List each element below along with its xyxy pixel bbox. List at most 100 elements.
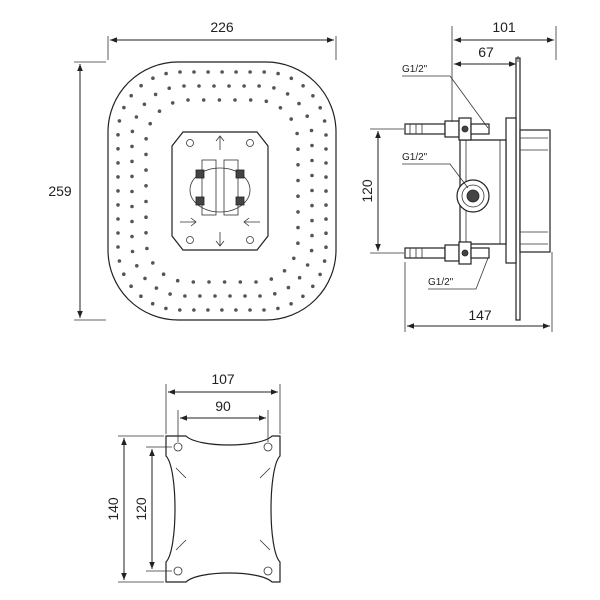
decor-dot — [154, 286, 159, 290]
decor-dot — [153, 92, 158, 97]
thread-label-center-inlet: G1/2" — [402, 152, 428, 163]
top-outlet-nut — [444, 120, 460, 138]
dimension-frame-inner-width: 90 — [215, 398, 231, 414]
decor-dot — [122, 105, 126, 110]
valve-block-icon — [235, 169, 245, 179]
decor-dot — [272, 86, 276, 90]
decor-dot — [144, 199, 148, 204]
decor-dot — [228, 294, 232, 298]
decor-dot — [117, 259, 122, 263]
flow-arrow-up-icon — [215, 135, 225, 150]
decor-dot — [122, 272, 126, 277]
side-view: 101 67 120 147 G1/2" G1/2" G1/2" — [359, 19, 557, 332]
decor-dot — [144, 231, 148, 235]
decor-dot — [301, 84, 305, 88]
decor-dot — [130, 189, 134, 194]
decor-dot — [130, 159, 134, 164]
top-outlet-pipe — [404, 123, 446, 135]
decor-dot — [305, 263, 310, 267]
decor-dot — [144, 137, 148, 141]
mixer-cartridge-right — [223, 159, 239, 216]
decor-dot — [175, 278, 180, 283]
decor-dot — [134, 115, 139, 119]
dimension-frame-outer-width: 107 — [211, 371, 235, 387]
cover-plate-dot-pattern — [116, 70, 328, 312]
decor-dot — [296, 210, 300, 214]
decor-dot — [192, 70, 196, 74]
decor-dot — [324, 231, 328, 235]
decor-dot — [289, 117, 294, 121]
decor-dot — [324, 203, 328, 207]
decor-dot — [170, 101, 175, 105]
screw-hole-icon — [186, 139, 194, 147]
decor-dot — [178, 308, 182, 312]
dimension-frame-inner-height: 120 — [133, 497, 149, 521]
decor-dot — [116, 189, 120, 193]
center-inlet-ring — [461, 184, 485, 208]
decor-dot — [178, 70, 182, 74]
decor-dot — [238, 280, 243, 284]
decor-dot — [207, 280, 211, 284]
decor-dot — [297, 101, 301, 106]
decor-dot — [116, 175, 120, 179]
decor-dot — [305, 114, 310, 118]
decor-dot — [220, 308, 224, 312]
decor-dot — [150, 301, 155, 306]
decor-dot — [116, 217, 120, 221]
nut-icon — [461, 249, 469, 257]
frame-screw-hole-icon — [173, 566, 183, 576]
decor-dot — [117, 119, 122, 123]
decor-dot — [310, 143, 314, 148]
decor-dot — [139, 294, 143, 299]
screw-hole-icon — [186, 236, 194, 244]
decor-dot — [324, 161, 328, 165]
decor-dot — [143, 276, 147, 281]
bottom-outlet-pipe — [404, 247, 446, 259]
decor-dot — [254, 280, 258, 284]
frame-screw-hole-icon — [173, 442, 183, 452]
decor-dot — [296, 225, 300, 230]
flow-arrow-right-icon — [180, 217, 197, 227]
mixer-cartridge-left — [201, 159, 217, 216]
decor-dot — [318, 272, 322, 277]
decor-dot — [234, 308, 238, 312]
nut-icon — [461, 125, 469, 133]
decor-dot — [220, 70, 224, 74]
decor-dot — [324, 189, 328, 193]
decor-dot — [301, 294, 305, 299]
screw-hole-icon — [246, 139, 254, 147]
decor-dot — [296, 194, 300, 198]
decor-dot — [217, 98, 222, 102]
decor-dot — [167, 86, 171, 90]
decor-dot — [183, 294, 187, 298]
decor-dot — [276, 71, 280, 76]
decor-dot — [197, 84, 201, 88]
decor-dot — [227, 84, 231, 88]
decor-dot — [273, 292, 277, 296]
valve-block-icon — [195, 196, 205, 206]
decor-dot — [144, 152, 148, 157]
decor-dot — [310, 188, 314, 193]
decor-dot — [144, 168, 148, 172]
decor-dot — [192, 308, 196, 312]
decor-dot — [145, 246, 149, 251]
thread-label-top-outlet: G1/2" — [402, 64, 428, 75]
decor-dot — [310, 218, 314, 223]
mixer-body-outline — [171, 131, 269, 251]
decor-dot — [130, 144, 134, 149]
front-view: 226 259 — [48, 19, 337, 321]
decor-dot — [164, 71, 168, 76]
leader-line-bottom — [428, 257, 489, 290]
decor-dot — [309, 248, 314, 253]
decor-dot — [130, 129, 135, 134]
decor-dot — [213, 294, 217, 298]
thread-label-bottom-outlet: G1/2" — [428, 277, 454, 288]
decor-dot — [233, 98, 237, 102]
decor-dot — [144, 215, 148, 219]
decor-dot — [242, 84, 246, 88]
decor-dot — [116, 147, 120, 151]
decor-dot — [248, 70, 252, 74]
decor-dot — [135, 264, 139, 268]
decor-dot — [234, 70, 238, 74]
decor-dot — [139, 83, 143, 88]
